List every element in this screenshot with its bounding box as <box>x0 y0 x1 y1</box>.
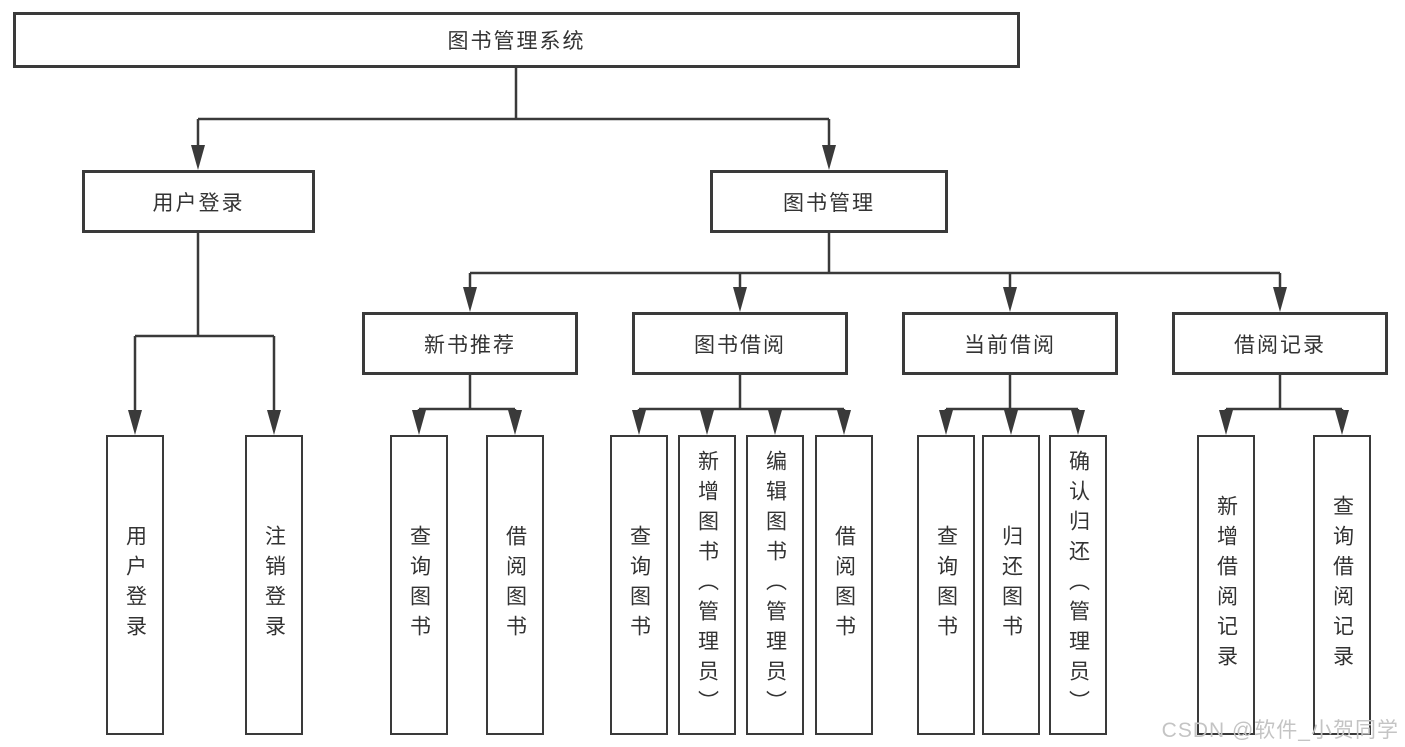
leaf-add-borrow-record: 新增借阅记录 <box>1197 435 1255 735</box>
leaf-search-book-borrowing: 查询图书 <box>610 435 668 735</box>
node-new-book-recommend: 新书推荐 <box>362 312 578 375</box>
node-borrow-records: 借阅记录 <box>1172 312 1388 375</box>
node-book-management-branch: 图书管理 <box>710 170 948 233</box>
leaf-return-book: 归还图书 <box>982 435 1040 735</box>
leaf-search-borrow-record: 查询借阅记录 <box>1313 435 1371 735</box>
leaf-search-book-current: 查询图书 <box>917 435 975 735</box>
leaf-borrow-book-recommend: 借阅图书 <box>486 435 544 735</box>
node-current-borrowing: 当前借阅 <box>902 312 1118 375</box>
node-root-library-system: 图书管理系统 <box>13 12 1020 68</box>
leaf-edit-book-admin: 编辑图书（管理员） <box>746 435 804 735</box>
csdn-watermark: CSDN @软件_小贺同学 <box>1161 719 1399 742</box>
leaf-confirm-return-admin: 确认归还（管理员） <box>1049 435 1107 735</box>
node-user-login-branch: 用户登录 <box>82 170 315 233</box>
leaf-user-login: 用户登录 <box>106 435 164 735</box>
leaf-logout: 注销登录 <box>245 435 303 735</box>
leaf-borrow-book: 借阅图书 <box>815 435 873 735</box>
leaf-search-book-recommend: 查询图书 <box>390 435 448 735</box>
node-book-borrowing: 图书借阅 <box>632 312 848 375</box>
leaf-add-book-admin: 新增图书（管理员） <box>678 435 736 735</box>
